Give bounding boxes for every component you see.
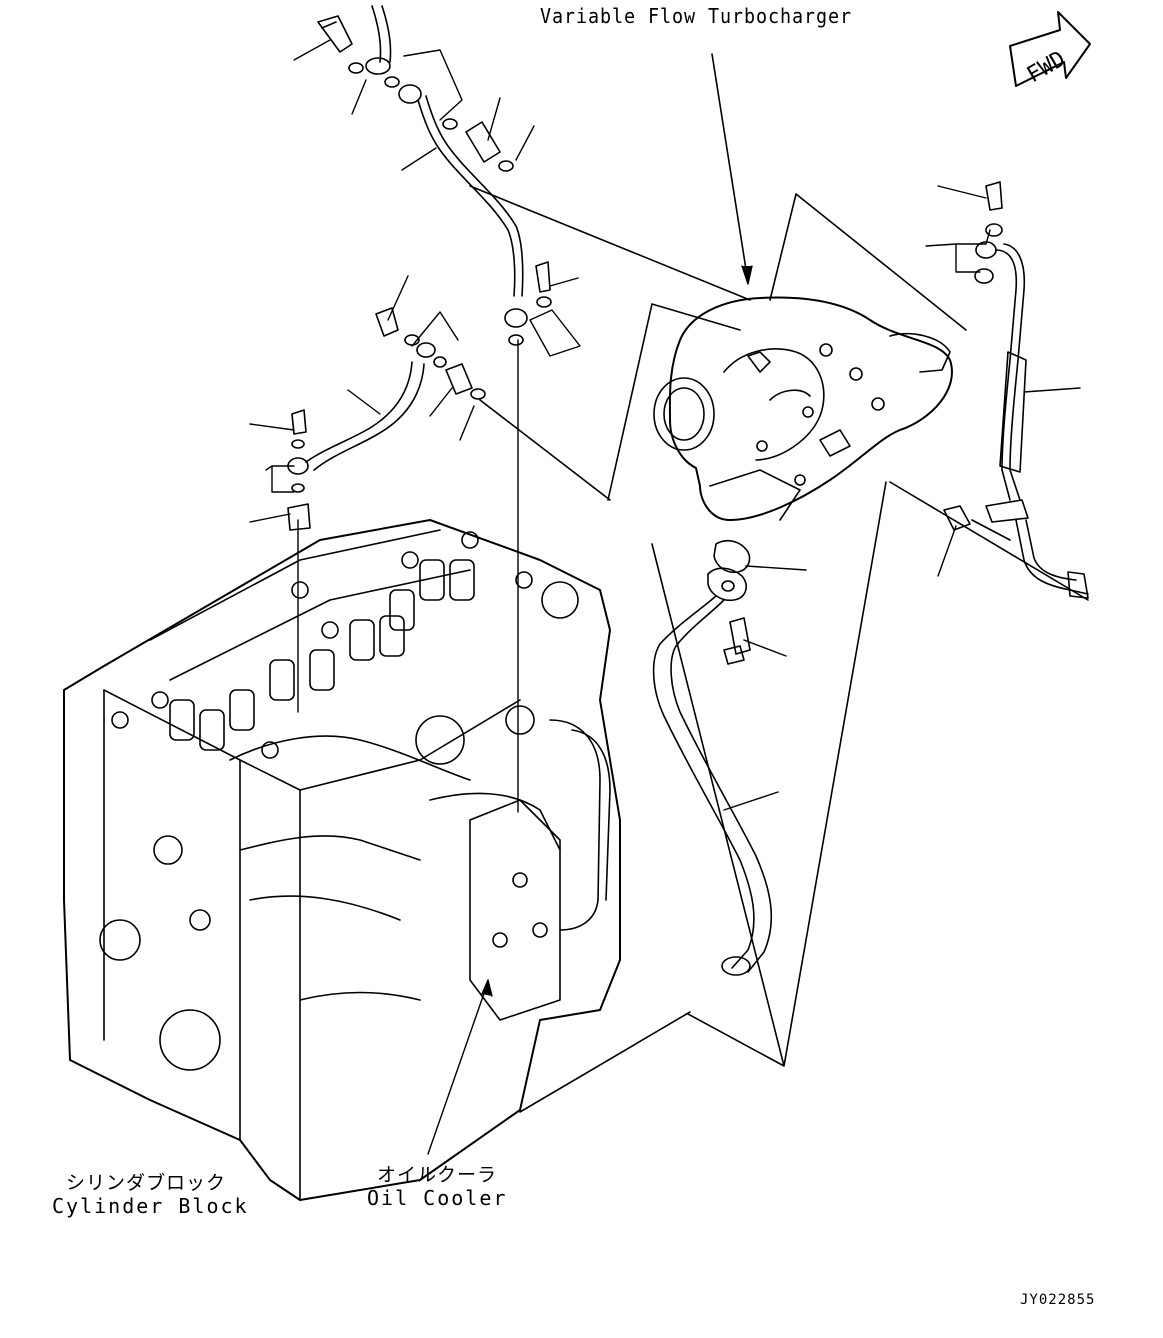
turbocharger-label: Variable Flow Turbocharger (540, 4, 852, 28)
leader-lines (249, 39, 1081, 1155)
cylinder-block-label-jp: シリンダブロック (66, 1172, 227, 1194)
cylinder-block-label-en: Cylinder Block (52, 1194, 249, 1218)
valve-springs (169, 559, 475, 751)
drawing-code: JY022855 (1020, 1292, 1096, 1308)
oil-cooler-label-jp: オイルクーラ (377, 1164, 498, 1186)
oil-return-line-right (889, 181, 1089, 601)
fwd-label: FWD (1023, 47, 1070, 89)
turbocharger (469, 185, 967, 521)
oil-cooler-label-en: Oil Cooler (367, 1186, 508, 1210)
engine-block (63, 519, 621, 1201)
oil-feed-line-upper (317, 5, 552, 346)
oil-feed-line-lower (287, 307, 486, 531)
oil-drain-tube (519, 481, 887, 1113)
fwd-arrow-badge: FWD (1009, 11, 1091, 89)
